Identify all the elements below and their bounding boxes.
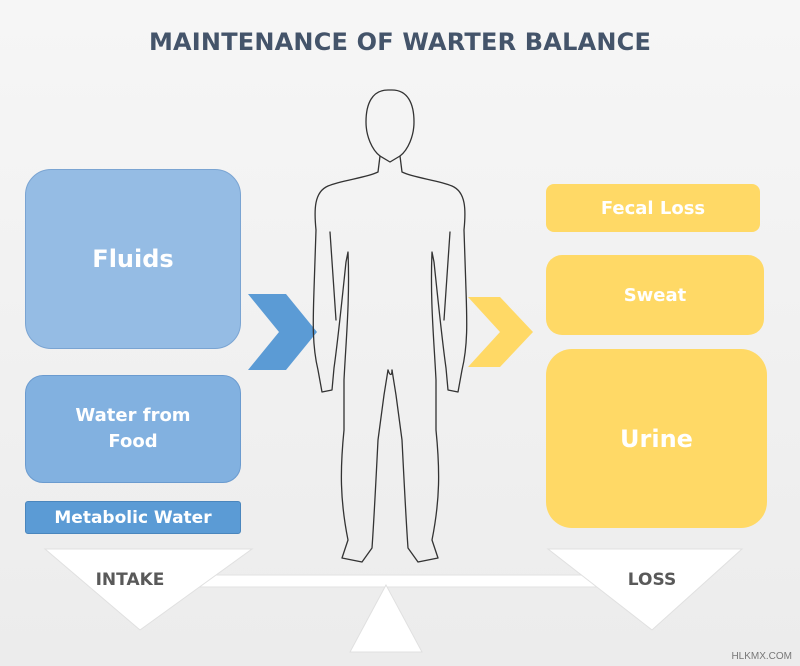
loss-pan xyxy=(546,548,744,631)
scale-fulcrum xyxy=(349,583,423,653)
intake-pan xyxy=(43,548,254,631)
loss-chevron-icon xyxy=(468,297,533,367)
intake-item-water-from-food-label: Water from Food xyxy=(75,405,191,452)
intake-chevron-icon xyxy=(248,294,317,370)
intake-item-metabolic-water: Metabolic Water xyxy=(25,501,241,534)
human-body-outline-icon xyxy=(312,89,468,563)
loss-item-fecal-loss: Fecal Loss xyxy=(546,184,760,232)
loss-label: LOSS xyxy=(627,570,677,590)
loss-item-urine: Urine xyxy=(546,349,767,528)
loss-item-sweat: Sweat xyxy=(546,255,764,335)
intake-label: INTAKE xyxy=(95,570,165,590)
watermark: HLKMX.COM xyxy=(731,651,792,662)
intake-item-water-from-food: Water from Food xyxy=(25,375,241,483)
scale-beam xyxy=(149,574,651,588)
diagram-title: MAINTENANCE OF WARTER BALANCE xyxy=(148,28,652,56)
intake-item-fluids: Fluids xyxy=(25,169,241,349)
